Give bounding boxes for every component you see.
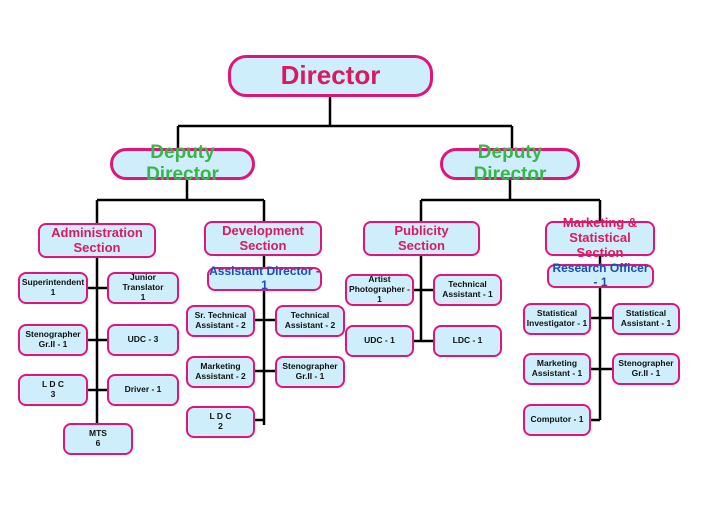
assistant-director-label: Assistant Director - 1 xyxy=(209,264,320,292)
deputy-director-right-label: Deputy Director xyxy=(473,142,547,185)
connector-deputy-right xyxy=(419,178,602,222)
admin-post-box: Driver - 1 xyxy=(107,374,179,406)
administration-section-line2: Section xyxy=(73,239,121,255)
development-post-box: L D C 2 xyxy=(186,406,255,438)
publicity-post-box: UDC - 1 xyxy=(345,325,414,357)
marketing-statistical-section-box: Marketing & Statistical Section xyxy=(545,215,655,260)
publicity-section-box: Publicity Section xyxy=(363,221,480,256)
development-post-box: Technical Assistant - 2 xyxy=(275,305,345,337)
development-post-box: Marketing Assistant - 2 xyxy=(186,356,255,388)
admin-post-box: Junior Translator 1 xyxy=(107,272,179,304)
marketing-post-box: Computor - 1 xyxy=(523,404,591,436)
deputy-director-right-box: Deputy Director xyxy=(440,142,580,185)
connector-pub-spine xyxy=(414,256,433,343)
marketing-post-box: Stenographer Gr.II - 1 xyxy=(612,353,680,385)
publicity-section-line1: Publicity xyxy=(394,222,449,238)
deputy-director-left-box: Deputy Director xyxy=(110,142,255,185)
connector-director xyxy=(176,96,514,150)
marketing-post-box: Statistical Assistant - 1 xyxy=(612,303,680,335)
admin-post-box: MTS 6 xyxy=(63,423,133,455)
assistant-director-box: Assistant Director - 1 xyxy=(207,264,322,292)
administration-section-line1: Administration xyxy=(51,224,143,240)
connector-mkt-spine xyxy=(591,255,612,422)
development-section-box: Development Section xyxy=(204,221,322,256)
deputy-director-left-label: Deputy Director xyxy=(146,142,219,185)
development-post-box: Sr. Technical Assistant - 2 xyxy=(186,305,255,337)
director-box: Director xyxy=(228,55,433,97)
publicity-post-box: LDC - 1 xyxy=(433,325,502,357)
marketing-section-line2: Section xyxy=(576,244,624,260)
development-section-line1: Development xyxy=(222,222,304,238)
connector-dev-spine xyxy=(255,255,275,425)
marketing-section-line1: Marketing & Statistical xyxy=(562,215,638,246)
publicity-post-box: Artist Photographer - 1 xyxy=(345,274,414,306)
research-officer-box: Research Officer - 1 xyxy=(547,261,654,289)
admin-post-box: L D C 3 xyxy=(18,374,88,406)
publicity-post-box: Technical Assistant - 1 xyxy=(433,274,502,306)
admin-post-box: Superintendent 1 xyxy=(18,272,88,304)
administration-section-box: Administration Section xyxy=(38,223,156,258)
admin-post-box: UDC - 3 xyxy=(107,324,179,356)
development-section-line2: Section xyxy=(239,237,287,253)
connector-deputy-left xyxy=(95,178,266,225)
connector-admin-spine xyxy=(88,258,107,425)
development-post-box: Stenographer Gr.II - 1 xyxy=(275,356,345,388)
marketing-post-box: Marketing Assistant - 1 xyxy=(523,353,591,385)
research-officer-label: Research Officer - 1 xyxy=(552,261,649,289)
marketing-post-box: Statistical Investigator - 1 xyxy=(523,303,591,335)
director-label: Director xyxy=(280,60,381,91)
publicity-section-line2: Section xyxy=(398,237,445,253)
admin-post-box: Stenographer Gr.II - 1 xyxy=(18,324,88,356)
